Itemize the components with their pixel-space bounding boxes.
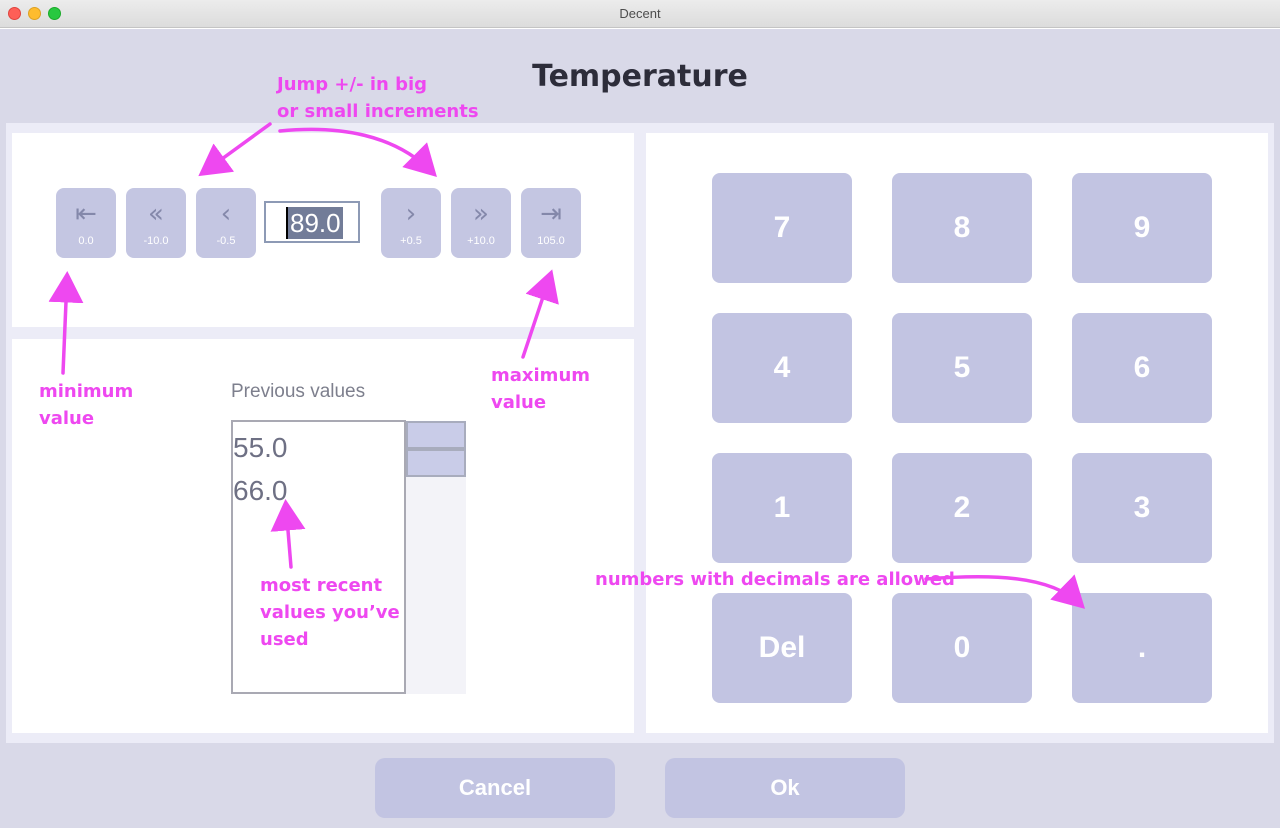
annotation-recent: most recent values you’ve used [260, 572, 400, 653]
cancel-button[interactable]: Cancel [375, 758, 615, 818]
decrement-small-button[interactable]: ‹ -0.5 [196, 188, 256, 258]
increment-small-label: +0.5 [400, 235, 422, 247]
previous-values-label: Previous values [231, 381, 366, 402]
maximize-window-button[interactable] [48, 7, 61, 20]
increment-big-label: +10.0 [467, 235, 495, 247]
key-0[interactable]: 0 [892, 593, 1032, 703]
max-value-label: 105.0 [537, 235, 565, 247]
key-7[interactable]: 7 [712, 173, 852, 283]
skip-to-start-icon: ⇤ [75, 199, 97, 229]
skip-to-end-icon: ⇥ [540, 199, 562, 229]
scroll-cell[interactable] [406, 449, 466, 477]
increment-big-button[interactable]: » +10.0 [451, 188, 511, 258]
previous-values-list[interactable]: 55.0 66.0 [231, 420, 406, 694]
key-4[interactable]: 4 [712, 313, 852, 423]
increment-small-button[interactable]: › +0.5 [381, 188, 441, 258]
decrement-small-label: -0.5 [216, 235, 236, 247]
list-item[interactable]: 55.0 [233, 432, 288, 463]
annotation-recent-line-1: most recent [260, 575, 383, 596]
ok-button[interactable]: Ok [665, 758, 905, 818]
annotation-max: maximum value [491, 362, 590, 416]
decrement-big-label: -10.0 [143, 235, 169, 247]
scroll-cell[interactable] [406, 421, 466, 449]
double-chevron-right-icon: » [473, 199, 489, 229]
key-5[interactable]: 5 [892, 313, 1032, 423]
history-panel: Previous values 55.0 66.0 [12, 339, 634, 733]
list-item[interactable]: 66.0 [233, 475, 288, 506]
key-1[interactable]: 1 [712, 453, 852, 563]
key-6[interactable]: 6 [1072, 313, 1212, 423]
minimize-window-button[interactable] [28, 7, 41, 20]
dialog-content: ⇤ 0.0 « -10.0 ‹ -0.5 89.0 › +0.5 » +10.0 [6, 123, 1274, 743]
history-scrollbar[interactable] [406, 421, 466, 694]
annotation-recent-line-2: values you’ve [260, 602, 400, 623]
annotation-jump: Jump +/- in big or small increments [277, 71, 479, 125]
annotation-decimals: numbers with decimals are allowed [595, 569, 955, 590]
annotation-max-line-1: maximum [491, 365, 591, 386]
dialog-title: Temperature [532, 59, 748, 94]
chevron-right-icon: › [405, 199, 417, 229]
window-title: Decent [619, 6, 661, 21]
min-value-label: 0.0 [78, 235, 94, 247]
close-window-button[interactable] [8, 7, 21, 20]
key-9[interactable]: 9 [1072, 173, 1212, 283]
stepper-panel: ⇤ 0.0 « -10.0 ‹ -0.5 89.0 › +0.5 » +10.0 [12, 133, 634, 327]
key-2[interactable]: 2 [892, 453, 1032, 563]
value-input[interactable]: 89.0 [264, 201, 360, 243]
annotation-min-line-1: minimum [39, 381, 134, 402]
annotation-max-line-2: value [491, 392, 547, 413]
annotation-min-line-2: value [39, 408, 95, 429]
jump-to-min-button[interactable]: ⇤ 0.0 [56, 188, 116, 258]
annotation-min: minimum value [39, 378, 133, 432]
decrement-big-button[interactable]: « -10.0 [126, 188, 186, 258]
annotation-recent-line-3: used [260, 629, 309, 650]
value-entry-dialog: Temperature ⇤ 0.0 « -10.0 ‹ -0.5 89.0 › … [0, 29, 1280, 828]
value-text: 89.0 [286, 207, 343, 239]
key-decimal-point[interactable]: . [1072, 593, 1212, 703]
keypad-panel: 7 8 9 4 5 6 1 2 3 Del 0 . [646, 133, 1268, 733]
window-title-bar: Decent [0, 0, 1280, 28]
annotation-jump-line-1: Jump +/- in big [277, 74, 428, 95]
annotation-jump-line-2: or small increments [277, 101, 479, 122]
key-delete[interactable]: Del [712, 593, 852, 703]
key-8[interactable]: 8 [892, 173, 1032, 283]
key-3[interactable]: 3 [1072, 453, 1212, 563]
jump-to-max-button[interactable]: ⇥ 105.0 [521, 188, 581, 258]
double-chevron-left-icon: « [148, 199, 164, 229]
chevron-left-icon: ‹ [220, 199, 232, 229]
